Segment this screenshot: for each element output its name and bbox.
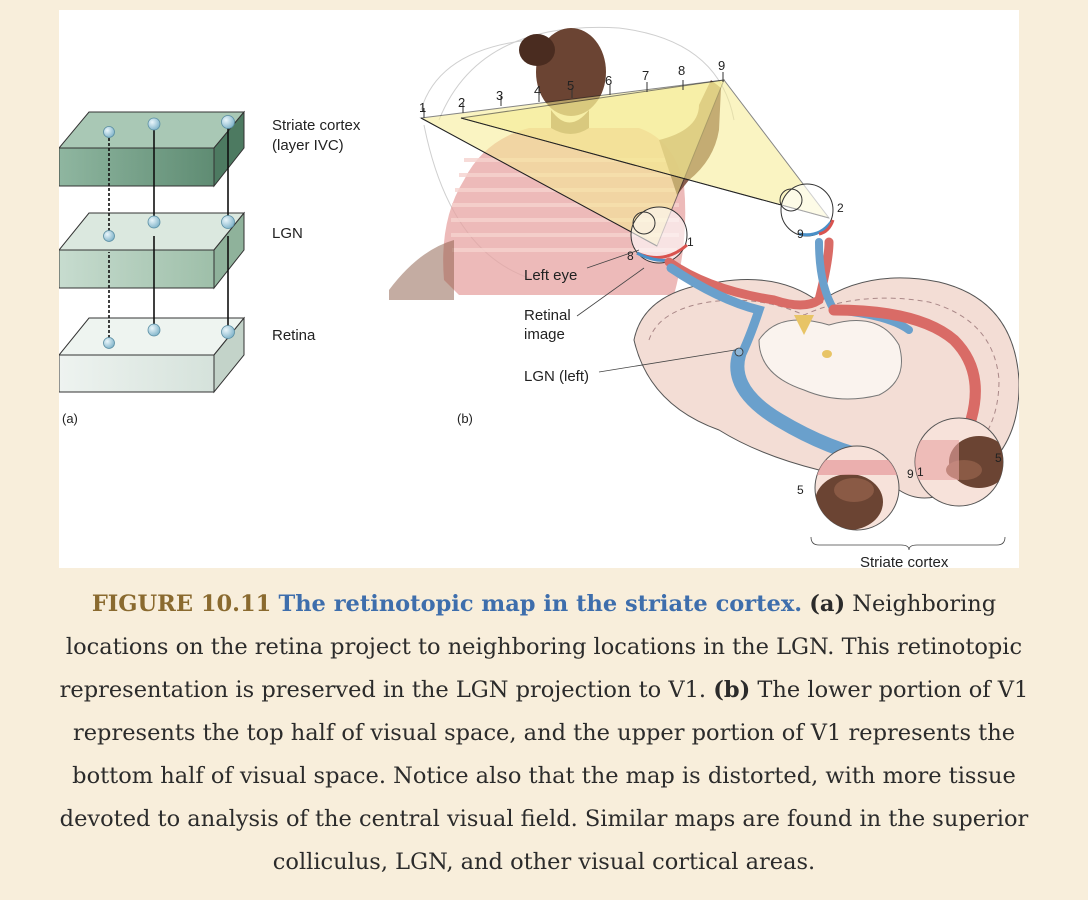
label-layer-ivc: (layer IVC) [272, 137, 344, 154]
field-number-8: 8 [678, 63, 685, 78]
field-number-1: 1 [419, 100, 426, 115]
field-number-9: 9 [718, 58, 725, 73]
left-eye [630, 206, 688, 264]
field-number-4: 4 [534, 83, 541, 98]
figure-illustration: Striate cortex (layer IVC) LGN Retina (a… [59, 26, 1019, 568]
panel-b-diagram: 1 2 3 4 5 6 7 8 9 8 1 9 2 [389, 26, 1019, 568]
label-retina: Retina [272, 327, 316, 344]
cortex-number-1: 1 [917, 465, 924, 479]
cortex-face-map-left [814, 445, 900, 531]
panel-a-label: (a) [62, 411, 78, 426]
caption-title: The retinotopic map in the striate corte… [278, 591, 803, 617]
figure-caption: FIGURE 10.11 The retinotopic map in the … [50, 583, 1038, 884]
caption-figure-number: FIGURE 10.11 [91, 591, 272, 617]
caption-part-a-label: (a) [809, 591, 846, 617]
projection-triangles [419, 79, 831, 247]
left-eye-number-1: 1 [687, 235, 694, 249]
field-number-6: 6 [605, 73, 612, 88]
striate-cortex-layer [59, 110, 246, 188]
label-retinal-image-line2: image [524, 326, 565, 343]
field-number-7: 7 [642, 68, 649, 83]
cortex-number-5-left: 5 [797, 483, 804, 497]
caption-part-a-text: Neighboring locations on the retina proj… [59, 591, 1023, 703]
field-numbers: 1 2 3 4 5 6 7 8 9 [419, 58, 725, 115]
axon-lines [108, 122, 229, 343]
label-striate-cortex: Striate cortex [272, 117, 361, 134]
figure-panel: Striate cortex (layer IVC) LGN Retina (a… [59, 10, 1019, 568]
field-ticks [423, 72, 724, 118]
caption-part-b-text: The lower portion of V1 represents the t… [59, 677, 1029, 875]
field-number-2: 2 [458, 95, 465, 110]
label-retinal-image-line1: Retinal [524, 307, 571, 324]
right-eye-number-2: 2 [837, 201, 844, 215]
lgn-marker [734, 347, 744, 357]
field-number-5: 5 [567, 78, 574, 93]
cortex-face-map-right [914, 417, 1004, 507]
cell-bodies [103, 115, 235, 349]
panel-a-diagram: Striate cortex (layer IVC) LGN Retina (a… [59, 110, 361, 426]
field-number-3: 3 [496, 88, 503, 103]
right-eye [779, 183, 835, 237]
label-striate-cortex-b: Striate cortex [860, 554, 949, 568]
lgn-layer [59, 211, 246, 290]
left-eye-number-8: 8 [627, 249, 634, 263]
panel-b-label: (b) [457, 411, 473, 426]
label-left-eye: Left eye [524, 267, 577, 284]
cortex-number-9: 9 [907, 467, 914, 481]
cortex-number-5-right: 5 [995, 451, 1002, 465]
caption-part-b-label: (b) [713, 677, 751, 703]
label-lgn: LGN [272, 225, 303, 242]
right-eye-number-9: 9 [797, 227, 804, 241]
leader-lines [576, 249, 1006, 551]
label-lgn-left: LGN (left) [524, 368, 589, 385]
